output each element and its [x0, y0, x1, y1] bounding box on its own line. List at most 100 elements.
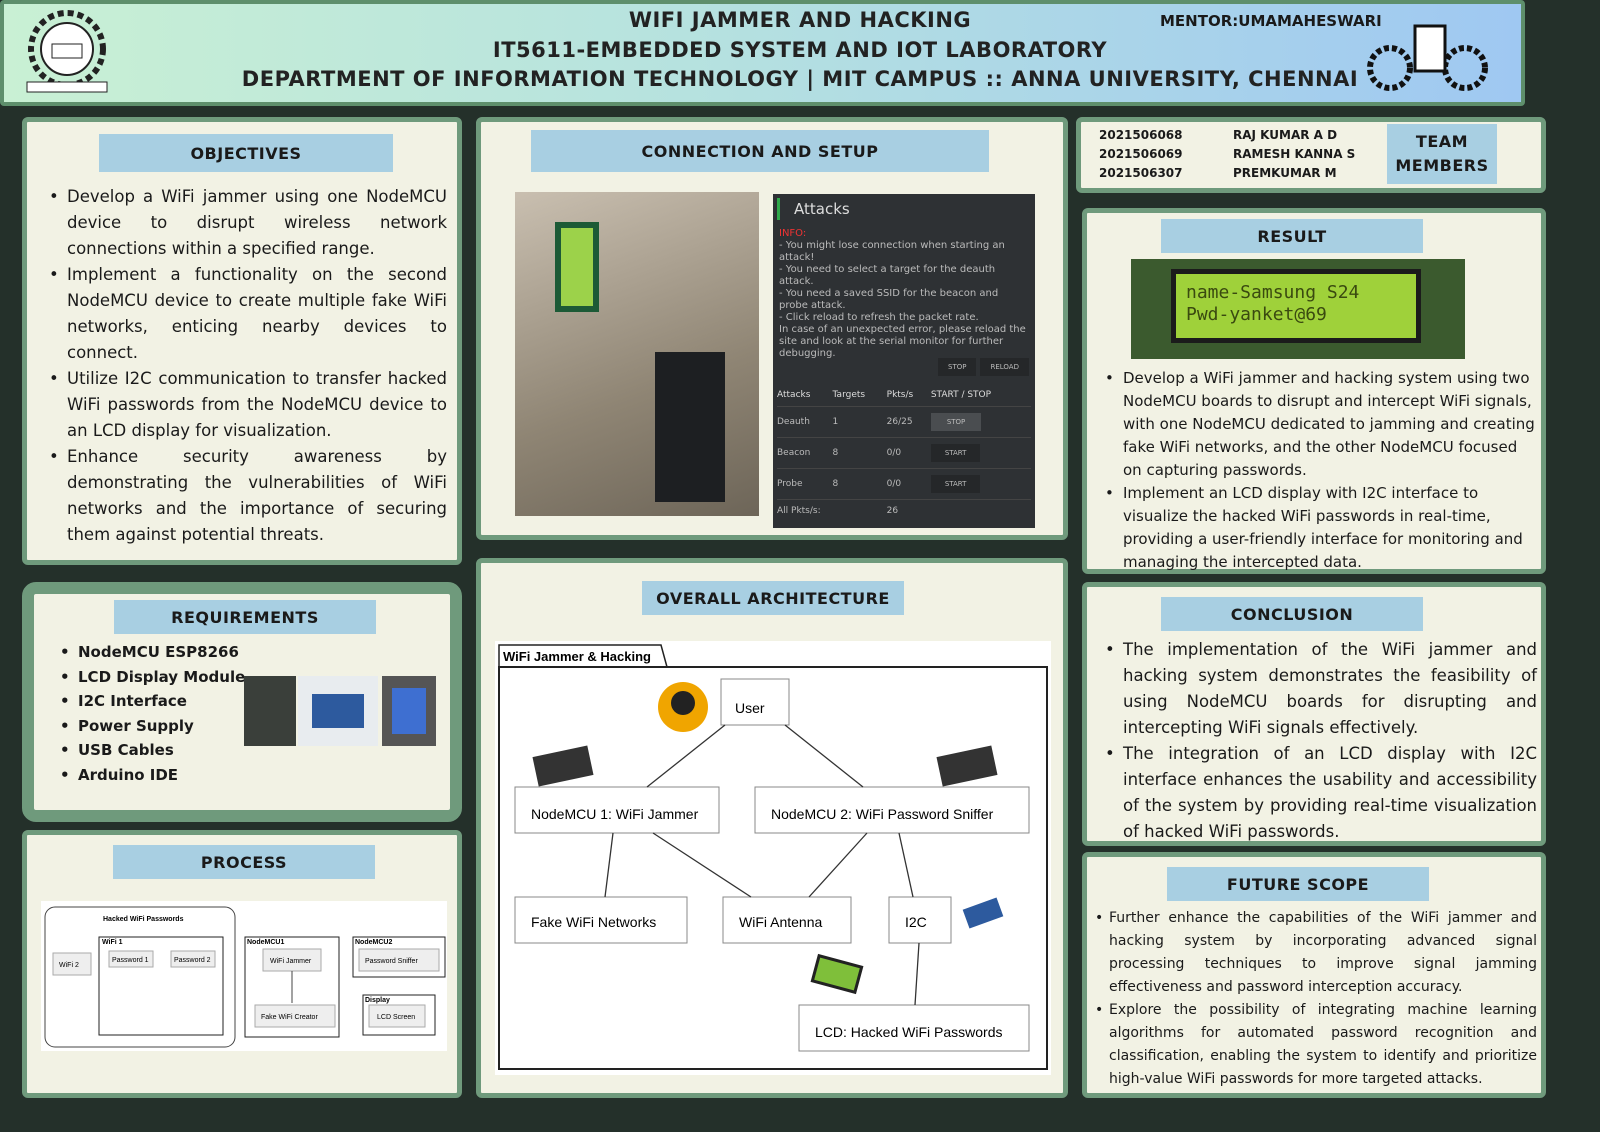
- creator-box: Fake WiFi Creator: [261, 1014, 318, 1021]
- nodemcu1-node: NodeMCU 1: WiFi Jammer: [531, 806, 699, 822]
- col-header: Attacks: [777, 389, 811, 400]
- password1: Password 1: [112, 957, 149, 964]
- deauth-toggle-button[interactable]: STOP: [930, 412, 982, 431]
- future-scope-heading: FUTURE SCOPE: [1167, 867, 1429, 901]
- cell: 8: [832, 478, 839, 489]
- architecture-heading: OVERALL ARCHITECTURE: [642, 581, 904, 615]
- sniffer-box: Password Sniffer: [365, 958, 418, 965]
- list-item: Power Supply: [60, 714, 245, 739]
- poster-header: WIFI JAMMER AND HACKING IT5611-EMBEDDED …: [0, 0, 1525, 106]
- member-name: RAJ KUMAR A D: [1233, 128, 1338, 142]
- attacks-title: Attacks: [777, 198, 1031, 220]
- lcd-node: LCD: Hacked WiFi Passwords: [815, 1024, 1003, 1040]
- nodemcu-image: [244, 676, 296, 746]
- col-header: Pkts/s: [886, 389, 914, 400]
- anna-university-logo: [26, 10, 108, 93]
- member-id: 2021506069: [1099, 147, 1183, 161]
- member-id: 2021506068: [1099, 128, 1183, 142]
- list-item: Further enhance the capabilities of the …: [1095, 907, 1537, 999]
- probe-toggle-button[interactable]: START: [930, 474, 981, 493]
- display-label: Display: [365, 997, 390, 1004]
- cell: 0/0: [886, 478, 902, 489]
- lcd-module-image: [382, 676, 436, 746]
- i2c-image: [962, 897, 1004, 929]
- reload-button[interactable]: RELOAD: [980, 358, 1029, 376]
- table-row: All Pkts/s: 26: [777, 499, 1031, 523]
- requirements-heading: REQUIREMENTS: [114, 600, 376, 634]
- member-name: PREMKUMAR M: [1233, 166, 1337, 180]
- list-item: Utilize I2C communication to transfer ha…: [49, 366, 447, 444]
- info-label: INFO:: [779, 228, 807, 239]
- result-heading: RESULT: [1161, 219, 1423, 253]
- list-item: Develop a WiFi jammer and hacking system…: [1105, 367, 1535, 482]
- password2: Password 2: [174, 957, 211, 964]
- list-item: Explore the possibility of integrating m…: [1095, 999, 1537, 1091]
- list-item: LCD Display Module: [60, 665, 245, 690]
- frame-label: WiFi Jammer & Hacking: [503, 649, 651, 664]
- lcd-box: LCD Screen: [377, 1014, 415, 1021]
- list-item: Implement a functionality on the second …: [49, 262, 447, 366]
- list-item: I2C Interface: [60, 689, 245, 714]
- mentor: MENTOR:UMAMAHESWARI: [1160, 12, 1382, 30]
- conclusion-heading: CONCLUSION: [1161, 597, 1423, 631]
- connection-heading: CONNECTION AND SETUP: [531, 130, 989, 172]
- db-label: Hacked WiFi Passwords: [103, 916, 184, 923]
- wifi2-label: WiFi 2: [59, 962, 79, 969]
- team-panel: 2021506068 2021506069 2021506307 RAJ KUMAR…: [1076, 117, 1546, 193]
- attacks-table: Attacks Targets Pkts/s START / STOP Deauth 1…: [777, 384, 1031, 523]
- cell: 8: [832, 447, 839, 458]
- architecture-diagram: WiFi Jammer & Hacking User NodeMCU 1: Wi…: [495, 641, 1051, 1075]
- list-item: USB Cables: [60, 738, 245, 763]
- nodemcu1-label: NodeMCU1: [247, 939, 284, 946]
- cell: All Pkts/s:: [777, 506, 821, 517]
- cell: Beacon: [777, 447, 811, 458]
- fake-wifi-node: Fake WiFi Networks: [531, 914, 656, 930]
- nodemcu-image: [936, 745, 998, 787]
- list-item: Implement an LCD display with I2C interf…: [1105, 482, 1535, 574]
- cell: 26: [886, 506, 899, 517]
- objectives-list: Develop a WiFi jammer using one NodeMCU …: [49, 184, 447, 548]
- jammer-box: WiFi Jammer: [270, 958, 312, 965]
- result-list: Develop a WiFi jammer and hacking system…: [1105, 367, 1535, 574]
- lcd-line-2: Pwd-yanket@69: [1186, 304, 1327, 325]
- list-item: Arduino IDE: [60, 763, 245, 788]
- col-header: START / STOP: [930, 389, 992, 400]
- objectives-heading: OBJECTIVES: [99, 134, 393, 172]
- hardware-setup-photo: [515, 192, 759, 516]
- member-id: 2021506307: [1099, 166, 1183, 180]
- info-line: - You need to select a target for the de…: [779, 264, 996, 287]
- cell: Deauth: [777, 416, 810, 427]
- attacks-web-ui: Attacks INFO: - You might lose connectio…: [773, 194, 1035, 528]
- future-scope-list: Further enhance the capabilities of the …: [1095, 907, 1537, 1091]
- course-title: IT5611-EMBEDDED SYSTEM AND IOT LABORATOR…: [492, 38, 1108, 62]
- stop-button[interactable]: STOP: [938, 358, 977, 376]
- process-diagram: Hacked WiFi Passwords WiFi 1 WiFi 2 Pass…: [41, 901, 447, 1051]
- cell: Probe: [777, 478, 803, 489]
- beacon-toggle-button[interactable]: START: [930, 443, 981, 462]
- team-heading: TEAM MEMBERS: [1387, 124, 1497, 184]
- user-node: User: [735, 700, 765, 716]
- nodemcu-image: [532, 745, 594, 787]
- nodemcu2-node: NodeMCU 2: WiFi Password Sniffer: [771, 806, 994, 822]
- result-panel: RESULT name-Samsung S24 Pwd-yanket@69 De…: [1082, 208, 1546, 574]
- wifi1-label: WiFi 1: [102, 939, 123, 946]
- team-ids: 2021506068 2021506069 2021506307: [1099, 126, 1183, 183]
- connection-panel: CONNECTION AND SETUP Attacks INFO: - You…: [476, 117, 1068, 540]
- requirements-list: NodeMCU ESP8266 LCD Display Module I2C I…: [60, 640, 245, 788]
- list-item: NodeMCU ESP8266: [60, 640, 245, 665]
- lcd-line-1: name-Samsung S24: [1186, 282, 1360, 303]
- table-row: Deauth 1 26/25 STOP: [777, 406, 1031, 437]
- i2c-node: I2C: [905, 914, 927, 930]
- list-item: Develop a WiFi jammer using one NodeMCU …: [49, 184, 447, 262]
- conclusion-panel: CONCLUSION The implementation of the WiF…: [1082, 582, 1546, 846]
- info-line: - You need a saved SSID for the beacon a…: [779, 288, 999, 311]
- process-heading: PROCESS: [113, 845, 375, 879]
- list-item: The implementation of the WiFi jammer an…: [1105, 637, 1537, 741]
- i2c-module-image: [298, 676, 378, 746]
- cell: 1: [832, 416, 839, 427]
- table-row: Probe 8 0/0 START: [777, 468, 1031, 499]
- cell: 26/25: [886, 416, 913, 427]
- col-header: Targets: [832, 389, 866, 400]
- list-item: The integration of an LCD display with I…: [1105, 741, 1537, 845]
